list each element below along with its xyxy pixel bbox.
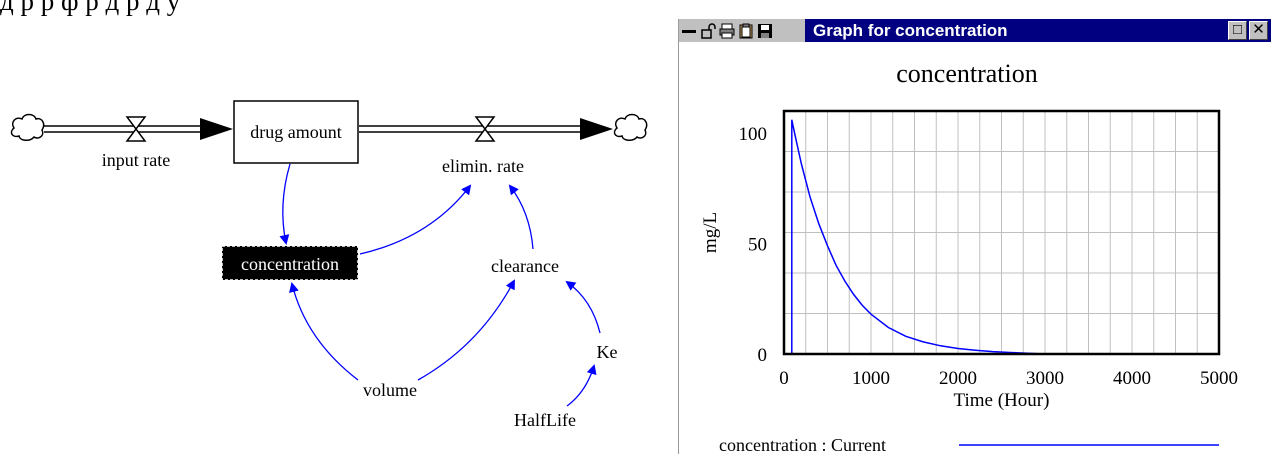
link-volume-to-concentration[interactable] — [289, 282, 359, 381]
elimin-rate-valve-icon[interactable] — [474, 116, 496, 142]
concentration-label: concentration — [241, 254, 339, 274]
chart-title: concentration — [896, 59, 1038, 88]
link-ke-to-clearance[interactable] — [565, 280, 601, 334]
minimize-dash-icon[interactable] — [681, 23, 697, 39]
x-tick-label: 2000 — [939, 368, 977, 389]
elimin-rate-label[interactable]: elimin. rate — [442, 156, 524, 176]
lock-icon[interactable] — [700, 22, 716, 39]
maximize-button[interactable]: □ — [1228, 21, 1247, 40]
x-tick-label: 1000 — [852, 368, 890, 389]
chart-legend: concentration : Current — [719, 435, 1219, 454]
link-drug-to-concentration[interactable] — [279, 163, 291, 245]
y-tick-label: 100 — [739, 124, 768, 145]
input-rate-valve-icon[interactable] — [125, 116, 147, 142]
close-button[interactable]: ✕ — [1249, 21, 1268, 40]
concentration-variable[interactable]: concentration — [221, 245, 359, 281]
drug-amount-label: drug amount — [250, 122, 342, 142]
x-tick-label: 0 — [779, 368, 789, 389]
x-tick-label: 3000 — [1026, 368, 1064, 389]
clearance-label[interactable]: clearance — [491, 256, 559, 276]
link-concentration-to-elimin[interactable] — [359, 184, 472, 255]
input-rate-label[interactable]: input rate — [102, 150, 170, 170]
graph-title-bar[interactable]: Graph for concentration □ ✕ — [679, 19, 1271, 42]
x-tick-label: 4000 — [1113, 368, 1151, 389]
sink-cloud-icon[interactable] — [613, 113, 648, 141]
clipboard-icon[interactable] — [738, 23, 754, 39]
print-icon[interactable] — [719, 23, 735, 39]
y-axis-label: mg/L — [700, 212, 721, 253]
halflife-label[interactable]: HalfLife — [514, 410, 576, 430]
plot-area-frame — [782, 109, 1221, 356]
y-tick-label: 0 — [758, 345, 768, 366]
graph-toolbar — [679, 19, 805, 42]
volume-label[interactable]: volume — [363, 380, 417, 400]
link-halflife-to-ke[interactable] — [566, 364, 597, 407]
drug-amount-stock[interactable]: drug amount — [233, 100, 359, 164]
save-icon[interactable] — [757, 23, 773, 39]
concentration-chart: concentration 0 1000 2000 3000 4000 5000 0 50 10… — [700, 59, 1239, 454]
x-tick-label: 5000 — [1200, 368, 1238, 389]
legend-series-name: concentration : Current — [719, 435, 886, 454]
graph-window-title: Graph for concentration — [813, 21, 1008, 40]
x-axis-label: Time (Hour) — [954, 390, 1050, 411]
cropped-header-text: д р р ф р д р д у — [0, 0, 181, 16]
elimination-flow-pipe[interactable] — [359, 118, 613, 140]
input-flow-pipe[interactable] — [44, 118, 233, 140]
stock-flow-diagram: input rate drug amount elimin. rate conc… — [10, 100, 648, 430]
chart-tick-labels: 0 1000 2000 3000 4000 5000 0 50 100 — [739, 124, 1239, 389]
graph-window: Graph for concentration □ ✕ concentratio… — [678, 19, 1271, 454]
link-volume-to-clearance[interactable] — [417, 279, 515, 381]
link-clearance-to-elimin[interactable] — [508, 184, 534, 250]
y-tick-label: 50 — [748, 235, 767, 256]
ke-label[interactable]: Ke — [597, 342, 618, 362]
chart-grid — [784, 111, 1219, 354]
source-cloud-icon[interactable] — [10, 113, 45, 141]
